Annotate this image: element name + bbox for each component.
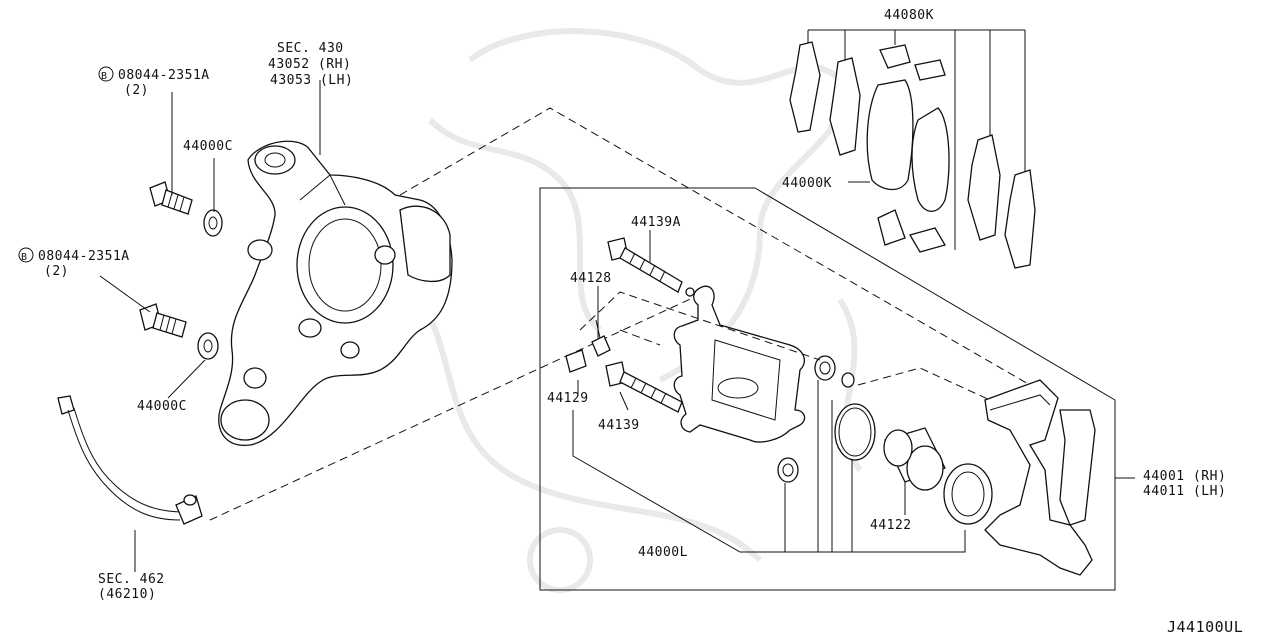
label-sec430: SEC. 430 — [277, 41, 344, 56]
brake-pad-outer — [911, 107, 950, 212]
label-44129: 44129 — [547, 391, 589, 406]
torque-member-bracket — [984, 379, 1096, 576]
pad-kit-44080k — [789, 29, 1036, 269]
dust-boot — [943, 463, 993, 525]
label-43053: 43053 (LH) — [270, 73, 353, 88]
knuckle-bolt-lower — [139, 303, 187, 338]
label-sec462: SEC. 462 — [98, 572, 165, 587]
dashed-alignment-hose — [209, 289, 711, 521]
brake-pad-inner — [866, 79, 914, 191]
pad-spring-2 — [909, 227, 946, 253]
pad-clip-1 — [879, 44, 911, 69]
label-bolt-lower-number: 08044-2351A — [38, 249, 130, 264]
bolt-mark-letter-upper: B — [101, 71, 108, 82]
steering-knuckle — [218, 140, 453, 446]
washer-lower — [197, 332, 219, 360]
shim-plate-2 — [829, 57, 861, 156]
bolt-mark-letter-lower: B — [21, 252, 28, 263]
piston-seal — [834, 403, 876, 461]
label-bolt-upper-qty: (2) — [124, 83, 149, 98]
part-labels: SEC. 430 43052 (RH) 43053 (LH) B 08044-2… — [18, 8, 1243, 636]
caliper-bolt-44139a — [607, 237, 695, 297]
label-bolt-lower-qty: (2) — [44, 264, 69, 279]
caliper-assembly-box — [539, 187, 1135, 591]
bolt-mark-upper: B — [98, 66, 114, 82]
shim-plate-1 — [789, 41, 821, 133]
knuckle-bolt-upper — [149, 181, 193, 215]
label-44000c-upper: 44000C — [183, 139, 233, 154]
label-44011: 44011 (LH) — [1143, 484, 1226, 499]
piston-44122 — [883, 427, 946, 491]
leader-lines-caliper — [572, 230, 966, 553]
label-44000k: 44000K — [782, 176, 832, 191]
shim-plate-3 — [967, 134, 1001, 241]
washer-upper — [203, 209, 223, 237]
caliper-bolt-44139 — [605, 361, 683, 413]
brake-hose — [57, 395, 203, 525]
dashed-alignment-caliper — [579, 291, 821, 361]
boot-small-lower — [777, 457, 799, 483]
leader-lines-left — [99, 80, 321, 572]
label-44128: 44128 — [570, 271, 612, 286]
label-43052: 43052 (RH) — [268, 57, 351, 72]
label-46210: (46210) — [98, 587, 156, 602]
label-44139: 44139 — [598, 418, 640, 433]
pad-clip-2 — [914, 59, 946, 81]
dashed-alignment-bleeder — [619, 329, 661, 346]
dashed-alignment-bracket — [857, 367, 991, 401]
caliper-body — [673, 285, 806, 443]
boot-small-upper — [814, 355, 836, 381]
label-44080k: 44080K — [884, 8, 934, 23]
label-44001: 44001 (RH) — [1143, 469, 1226, 484]
dashed-alignment-upper — [399, 107, 1031, 386]
label-44122: 44122 — [870, 518, 912, 533]
bolt-mark-lower: B — [18, 247, 34, 263]
diagram-code: J44100UL — [1167, 618, 1243, 636]
label-44139a: 44139A — [631, 215, 681, 230]
nut-small — [841, 372, 855, 388]
label-bolt-upper-number: 08044-2351A — [118, 68, 210, 83]
label-44000l: 44000L — [638, 545, 688, 560]
pad-spring-1 — [877, 209, 906, 246]
cap-44129 — [565, 349, 587, 373]
label-44000c-lower: 44000C — [137, 399, 187, 414]
shim-plate-4 — [1004, 169, 1036, 269]
